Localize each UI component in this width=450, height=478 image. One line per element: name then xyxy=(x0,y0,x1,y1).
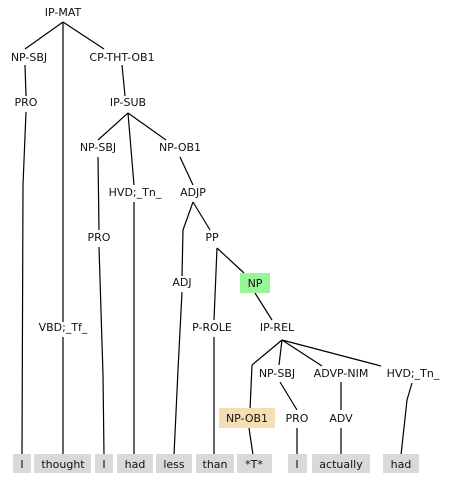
leaf-box xyxy=(95,454,113,473)
tree-edge xyxy=(281,339,323,367)
node-np-ob1-2: NP-OB1 xyxy=(226,412,268,425)
tree-edge xyxy=(279,381,298,411)
leaf-word: had xyxy=(125,458,146,471)
tree-edge xyxy=(127,112,135,186)
tree-edge xyxy=(248,427,254,456)
tree-edge xyxy=(278,339,283,366)
node-adj: ADJ xyxy=(172,276,191,289)
tree-edge xyxy=(181,201,194,277)
node-advp-nim: ADVP-NIM xyxy=(314,367,369,380)
tree-edge xyxy=(192,201,211,231)
leaf-word: had xyxy=(391,458,412,471)
node-np-sbj-3: NP-SBJ xyxy=(259,367,295,380)
tree-edge xyxy=(24,21,64,50)
node-np-sbj-2: NP-SBJ xyxy=(80,141,116,154)
leaf-box xyxy=(196,454,234,473)
node-pp: PP xyxy=(205,231,219,244)
leaf-word: thought xyxy=(41,458,85,471)
leaf-box xyxy=(34,454,91,473)
leaf-word: less xyxy=(163,458,185,471)
leaf-box xyxy=(13,454,31,473)
node-np: NP xyxy=(248,277,263,290)
leaf-word: I xyxy=(102,458,105,471)
tree-edge xyxy=(251,339,283,366)
tree-edge xyxy=(121,64,126,97)
node-hvd: HVD;_Tn_ xyxy=(109,186,162,199)
node-adjp: ADJP xyxy=(180,186,206,199)
leaf-word: I xyxy=(295,458,298,471)
node-p-role: P-ROLE xyxy=(192,321,232,334)
node-pro-3: PRO xyxy=(286,412,309,425)
tree-edge xyxy=(127,112,167,141)
tree-edge xyxy=(21,111,27,456)
leaf-box xyxy=(383,454,419,473)
node-vbd: VBD;_Tf_ xyxy=(39,321,88,334)
tree-edges xyxy=(21,21,413,456)
leaf-box xyxy=(288,454,307,473)
leaf-box xyxy=(117,454,153,473)
leaf-word: *T* xyxy=(245,458,263,471)
tree-edge xyxy=(254,292,273,321)
tree-edge xyxy=(24,64,27,97)
node-ip-rel: IP-REL xyxy=(260,321,295,334)
tree-edge xyxy=(62,21,105,50)
np-ob1-highlight xyxy=(219,408,275,428)
node-np-sbj: NP-SBJ xyxy=(11,51,47,64)
tree-edge xyxy=(400,382,413,456)
tree-edge xyxy=(98,246,105,456)
tree-edge xyxy=(216,247,245,274)
leaf-box xyxy=(237,454,272,473)
node-hvd-2: HVD;_Tn_ xyxy=(387,367,440,380)
node-ip-mat: IP-MAT xyxy=(45,6,82,19)
node-highlights xyxy=(219,273,275,428)
node-np-ob1: NP-OB1 xyxy=(159,141,201,154)
tree-edge xyxy=(281,339,382,367)
tree-edge xyxy=(97,112,129,141)
tree-edge xyxy=(249,364,253,411)
np-highlight xyxy=(240,273,270,293)
node-pro-2: PRO xyxy=(88,231,111,244)
leaf-word: actually xyxy=(319,458,363,471)
tree-edge xyxy=(173,291,183,456)
leaf-word: I xyxy=(20,458,23,471)
leaf-boxes xyxy=(13,454,419,473)
tree-edge xyxy=(179,156,194,186)
leaf-box xyxy=(312,454,370,473)
node-ip-sub: IP-SUB xyxy=(110,96,146,109)
node-cp-tht-ob1: CP-THT-OB1 xyxy=(89,51,154,64)
leaf-box xyxy=(156,454,192,473)
node-adv: ADV xyxy=(329,412,353,425)
tree-edge xyxy=(213,247,218,321)
node-pro: PRO xyxy=(15,96,38,109)
leaf-word: than xyxy=(203,458,228,471)
tree-edge xyxy=(97,156,100,231)
